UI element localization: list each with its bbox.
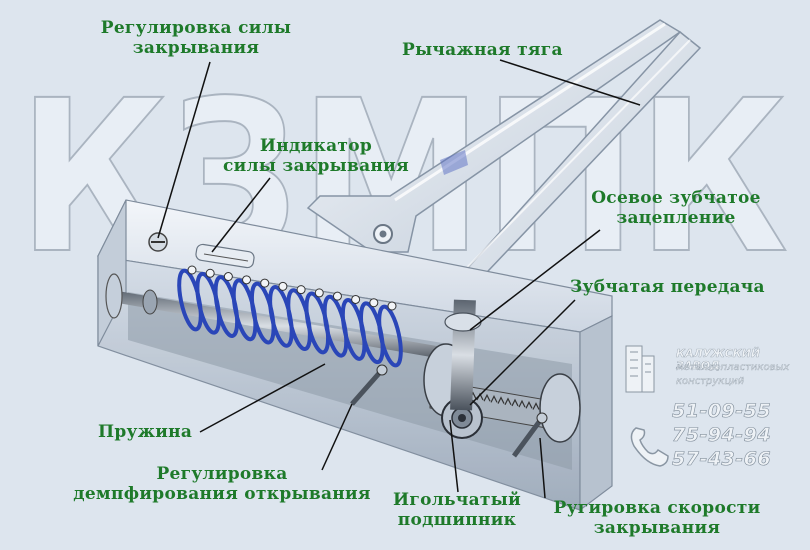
label-spring: Пружина — [98, 422, 193, 442]
label-force-indicator: Индикатор силы закрывания — [223, 136, 409, 176]
spring-coil-highlight — [387, 301, 397, 311]
leader-needle-bearing — [449, 419, 459, 493]
leader-axial-gear — [469, 229, 601, 331]
label-axial-gear: Осевое зубчатое зацепление — [591, 188, 761, 228]
company-name-line3: конструкций — [676, 376, 745, 387]
spring-coil-highlight — [242, 275, 252, 285]
label-opening-damping-adjust: Регулировка демпфирования открывания — [73, 464, 371, 504]
label-lever-rod: Рычажная тяга — [402, 40, 563, 60]
phone-number-3: 57-43-66 — [672, 448, 772, 471]
closing-force-screw — [148, 232, 168, 252]
spring-coil-highlight — [332, 291, 342, 301]
phone-number-2: 75-94-94 — [672, 424, 772, 447]
spring-coil-highlight — [369, 298, 379, 308]
leader-lines — [157, 59, 641, 499]
company-name-line2: металлопластиковых — [676, 362, 790, 373]
leader-closing-force — [157, 61, 211, 239]
leader-gear-transmission — [469, 299, 576, 406]
label-gear-transmission: Зубчатая передача — [570, 277, 765, 297]
spring-coil-highlight — [296, 285, 306, 295]
leader-force-indicator — [211, 177, 271, 253]
spring-coils — [177, 265, 403, 368]
spring-coil-highlight — [260, 278, 270, 288]
factory-building-icon — [625, 345, 655, 393]
leader-closing-speed — [539, 437, 546, 499]
force-indicator-window — [195, 243, 255, 269]
spring-coil-highlight — [314, 288, 324, 298]
label-closing-force-adjust: Регулировка силы закрывания — [100, 18, 292, 58]
spring-coil-highlight — [351, 294, 361, 304]
label-needle-bearing: Игольчатый подшипник — [393, 490, 521, 530]
label-closing-speed-adjust: Ругировка скорости закрывания — [553, 498, 761, 538]
lever-arm — [306, 19, 682, 253]
phone-icon — [630, 427, 669, 467]
leader-lever-rod — [499, 59, 641, 106]
company-name: КАЛУЖСКИЙ ЗАВОД — [676, 347, 761, 372]
opening-damping-screw — [350, 364, 388, 406]
spring-coil-highlight — [278, 281, 288, 291]
spring-coil — [377, 304, 403, 368]
closing-speed-screw — [511, 412, 548, 458]
spring-coil-highlight — [205, 268, 215, 278]
leader-spring — [199, 363, 326, 433]
leader-opening-damping — [321, 403, 353, 471]
spring-coil-highlight — [223, 272, 233, 282]
output-shaft — [444, 299, 482, 411]
spring-coil-highlight — [187, 265, 197, 275]
phone-number-1: 51-09-55 — [672, 400, 772, 423]
